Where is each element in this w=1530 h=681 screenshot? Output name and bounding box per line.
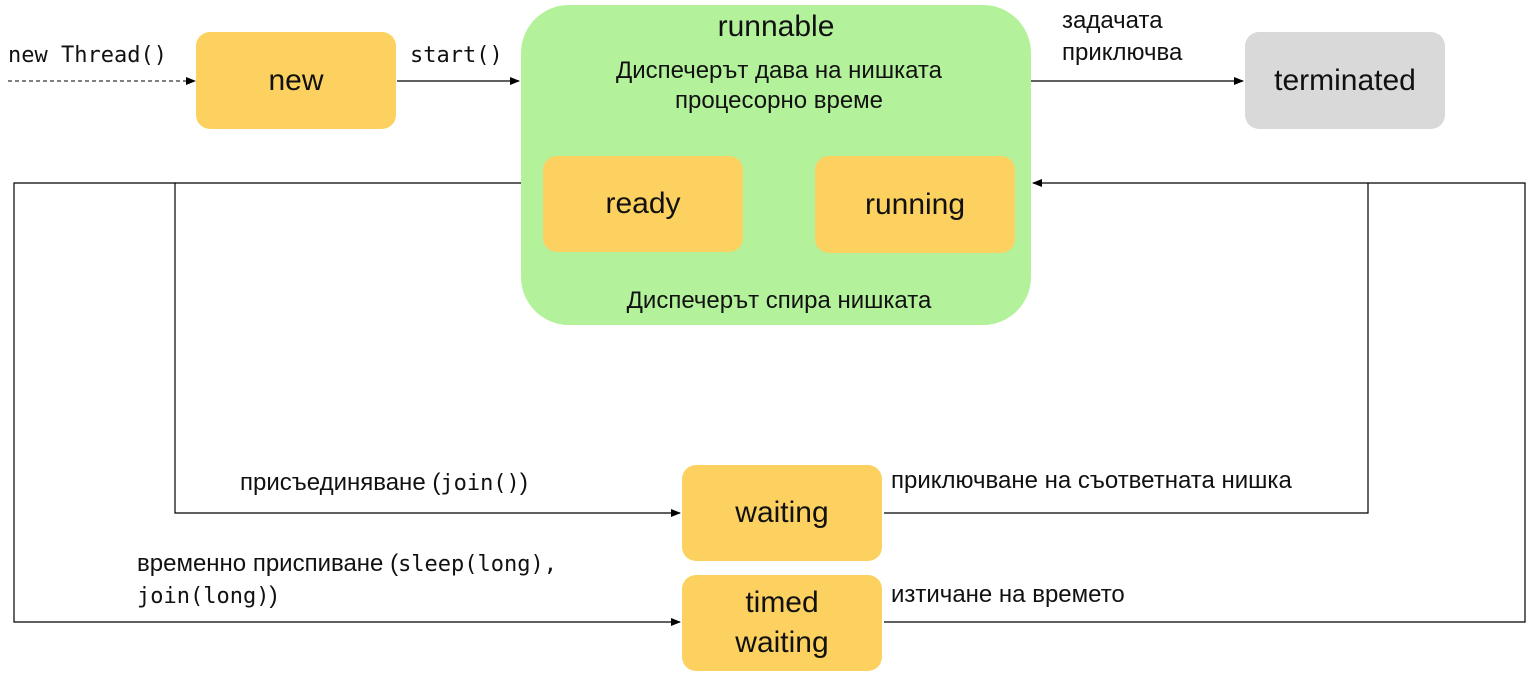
- task-finishes-label-line2: приключва: [1062, 39, 1183, 66]
- new-thread-label: new Thread(): [8, 43, 167, 68]
- join-arrow: [174, 182, 681, 517]
- sleep-label-suffix: ): [269, 582, 278, 609]
- timed-waiting-line1: timed: [745, 586, 819, 619]
- timeout-label: изтичане на времето: [891, 581, 1125, 608]
- sleep-label-prefix: временно приспиване (: [137, 550, 399, 577]
- timed-waiting-state: timed waiting: [682, 575, 882, 671]
- terminated-state: terminated: [1245, 32, 1445, 129]
- join-label-prefix: присъединяване (: [240, 469, 441, 496]
- thread-finished-arrow: [884, 183, 1369, 514]
- sleep-label-line1: временно приспиване (sleep(long),: [137, 549, 557, 580]
- start-label: start(): [410, 43, 503, 68]
- sleep-label-code1: sleep(long),: [398, 552, 558, 577]
- sleep-arrow: [13, 182, 681, 626]
- dispatcher-stops-label: Диспечерът спира нишката: [626, 287, 932, 314]
- running-state: running: [815, 156, 1015, 253]
- runnable-label: runnable: [717, 10, 835, 43]
- timeout-arrow: [884, 179, 1526, 623]
- sleep-label-code2: join(long): [137, 584, 270, 609]
- timed-waiting-line2: waiting: [735, 626, 829, 659]
- ready-state: ready: [543, 156, 743, 252]
- join-label-code: join(): [440, 471, 520, 496]
- dispatcher-gives-label-line2: процесорно време: [674, 87, 884, 114]
- dispatcher-gives-label-line1: Диспечерът дава на нишката: [615, 57, 942, 84]
- thread-finished-label: приключване на съответната нишка: [891, 467, 1292, 494]
- task-finishes-label-line1: задачата: [1062, 7, 1163, 34]
- waiting-state: waiting: [682, 465, 882, 561]
- join-label-suffix: ): [519, 469, 528, 496]
- new-state: new: [196, 32, 396, 129]
- sleep-label-line2: join(long)): [137, 581, 277, 612]
- join-label: присъединяване (join()): [240, 468, 528, 499]
